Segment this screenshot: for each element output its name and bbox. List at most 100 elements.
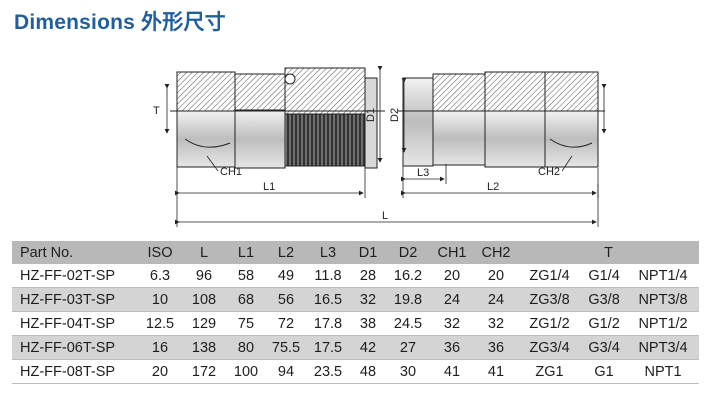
iso-cell: 20 xyxy=(151,363,169,380)
iso-cell: 12.5 xyxy=(145,315,175,332)
dimension-labels: T CH1 L1 L D1 D2 L3 L2 CH2 xyxy=(153,105,560,222)
l1-cell: 100 xyxy=(233,363,259,380)
col-header: L3 xyxy=(319,244,337,261)
thread-npt: NPT1/2 xyxy=(638,315,688,332)
table-row: HZ-FF-03T-SP 10 108 68 56 16.5 32 19.8 2… xyxy=(12,287,699,312)
ch1-cell: 36 xyxy=(443,339,461,356)
col-header: ISO xyxy=(147,244,173,261)
label-CH2: CH2 xyxy=(538,166,560,178)
thread-zg: ZG1/2 xyxy=(529,315,570,332)
thread-npt: NPT3/8 xyxy=(638,291,688,308)
l3-cell: 16.5 xyxy=(313,291,343,308)
ch2-cell: 24 xyxy=(487,291,505,308)
thread-npt: NPT1/4 xyxy=(638,267,688,284)
ch1-cell: 20 xyxy=(443,267,461,284)
d1-cell: 28 xyxy=(359,267,377,284)
label-L: L xyxy=(382,210,388,222)
thread-g: G3/4 xyxy=(588,339,620,356)
thread-cell: ZG1/4 G1/4 NPT1/4 xyxy=(518,264,699,288)
part-number: HZ-FF-08T-SP xyxy=(20,363,116,380)
col-header: D2 xyxy=(398,244,418,261)
label-D2: D2 xyxy=(389,108,401,122)
iso-cell: 16 xyxy=(151,339,169,356)
l-cell: 172 xyxy=(191,363,217,380)
d1-cell: 42 xyxy=(359,339,377,356)
part-number: HZ-FF-02T-SP xyxy=(20,267,116,284)
thread-zg: ZG1/4 xyxy=(529,267,570,284)
l2-cell: 72 xyxy=(277,315,295,332)
thread-g: G3/8 xyxy=(588,291,620,308)
d1-cell: 48 xyxy=(359,363,377,380)
col-header: D1 xyxy=(358,244,378,261)
ch1-cell: 32 xyxy=(443,315,461,332)
l2-cell: 94 xyxy=(277,363,295,380)
thread-cell: ZG3/4 G3/4 NPT3/4 xyxy=(518,336,699,360)
col-header: CH2 xyxy=(481,244,511,261)
thread-npt: NPT3/4 xyxy=(638,339,688,356)
thread-npt: NPT1 xyxy=(644,363,682,380)
label-D1: D1 xyxy=(365,108,377,122)
col-header: Part No. xyxy=(20,244,74,261)
female-coupler-drawing xyxy=(170,67,385,169)
iso-cell: 10 xyxy=(151,291,169,308)
l1-cell: 58 xyxy=(237,267,255,284)
dimensions-table: Part No. ISO L L1 L2 L3 D1 D2 CH1 CH2 T … xyxy=(12,241,699,384)
col-header: L2 xyxy=(277,244,295,261)
thread-g: G1/2 xyxy=(588,315,620,332)
label-L2: L2 xyxy=(487,181,499,193)
l1-cell: 80 xyxy=(237,339,255,356)
col-header: L1 xyxy=(237,244,255,261)
thread-g: G1 xyxy=(594,363,614,380)
l-cell: 96 xyxy=(195,267,213,284)
ch1-cell: 41 xyxy=(443,363,461,380)
l-cell: 108 xyxy=(191,291,217,308)
l3-cell: 11.8 xyxy=(314,267,342,284)
thread-zg: ZG1 xyxy=(535,363,564,380)
label-L1: L1 xyxy=(263,181,275,193)
thread-zg: ZG3/8 xyxy=(529,291,570,308)
table-row: HZ-FF-04T-SP 12.5 129 75 72 17.8 38 24.5… xyxy=(12,311,699,336)
d2-cell: 27 xyxy=(399,339,417,356)
table-header-row: Part No. ISO L L1 L2 L3 D1 D2 CH1 CH2 T xyxy=(12,241,699,264)
dimension-lines xyxy=(164,66,607,227)
thread-cell: ZG1/2 G1/2 NPT1/2 xyxy=(518,312,699,336)
l1-cell: 75 xyxy=(237,315,255,332)
l2-cell: 75.5 xyxy=(271,339,301,356)
label-L3: L3 xyxy=(417,167,429,179)
l2-cell: 56 xyxy=(277,291,295,308)
label-CH1: CH1 xyxy=(220,166,242,178)
thread-g: G1/4 xyxy=(588,267,620,284)
thread-cell: ZG1 G1 NPT1 xyxy=(518,360,699,384)
part-number: HZ-FF-03T-SP xyxy=(20,291,116,308)
coupling-dimension-drawing: T CH1 L1 L D1 D2 L3 L2 CH2 xyxy=(153,66,607,227)
table-row: HZ-FF-06T-SP 16 138 80 75.5 17.5 42 27 3… xyxy=(12,335,699,360)
d2-cell: 19.8 xyxy=(393,291,423,308)
l3-cell: 17.8 xyxy=(313,315,343,332)
l3-cell: 23.5 xyxy=(313,363,343,380)
ch2-cell: 20 xyxy=(487,267,505,284)
table-row: HZ-FF-02T-SP 6.3 96 58 49 11.8 28 16.2 2… xyxy=(12,264,699,288)
part-number: HZ-FF-06T-SP xyxy=(20,339,116,356)
table-row: HZ-FF-08T-SP 20 172 100 94 23.5 48 30 41… xyxy=(12,359,699,384)
col-header: CH1 xyxy=(437,244,467,261)
ch2-cell: 36 xyxy=(487,339,505,356)
ch2-cell: 32 xyxy=(487,315,505,332)
ch2-cell: 41 xyxy=(487,363,505,380)
page-title: Dimensions 外形尺寸 xyxy=(14,11,226,34)
col-header: L xyxy=(199,244,209,261)
l3-cell: 17.5 xyxy=(313,339,343,356)
l-cell: 129 xyxy=(191,315,217,332)
l1-cell: 68 xyxy=(237,291,255,308)
iso-cell: 6.3 xyxy=(149,267,171,284)
l2-cell: 49 xyxy=(277,267,295,284)
part-number: HZ-FF-04T-SP xyxy=(20,315,116,332)
d1-cell: 32 xyxy=(359,291,377,308)
d1-cell: 38 xyxy=(359,315,377,332)
thread-cell: ZG3/8 G3/8 NPT3/8 xyxy=(518,288,699,312)
l-cell: 138 xyxy=(191,339,217,356)
thread-zg: ZG3/4 xyxy=(529,339,570,356)
col-header: T xyxy=(604,244,613,261)
ch1-cell: 24 xyxy=(443,291,461,308)
d2-cell: 16.2 xyxy=(393,267,423,284)
d2-cell: 24.5 xyxy=(393,315,423,332)
